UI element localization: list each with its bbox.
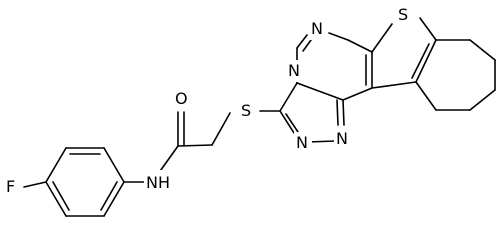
- bond: [371, 23, 393, 53]
- bond: [328, 32, 349, 41]
- bond: [279, 82, 298, 112]
- bond: [157, 145, 179, 175]
- bond: [469, 89, 496, 111]
- bond: [211, 112, 231, 146]
- bond: [342, 99, 345, 126]
- fluorine-atom-label: F: [6, 177, 15, 196]
- bond: [302, 39, 312, 52]
- carbonyl-oxygen-label: O: [175, 89, 188, 108]
- bond: [100, 181, 118, 211]
- bond: [285, 113, 299, 133]
- triazole-nitrogen-label: N: [296, 133, 308, 152]
- thioether-sulfur-label: S: [241, 101, 251, 120]
- bond: [296, 34, 308, 49]
- amide-nh-label: NH: [146, 173, 170, 192]
- bridgehead-nitrogen-label: N: [288, 61, 300, 80]
- structure-diagram: F NH O S S N N N N: [4, 4, 496, 217]
- bond: [45, 147, 67, 183]
- pyrimidine-nitrogen-label: N: [311, 19, 323, 38]
- bond: [371, 81, 417, 89]
- bond-layer: [23, 17, 496, 217]
- bond: [103, 181, 125, 217]
- bond: [296, 82, 344, 101]
- atom-label-layer: F NH O S S N N N N: [4, 4, 414, 196]
- bond: [336, 99, 339, 126]
- bond: [415, 39, 437, 83]
- bond: [23, 181, 47, 188]
- structure-canvas: F NH O S S N N N N: [4, 4, 496, 217]
- bond: [419, 17, 437, 41]
- bond: [415, 81, 437, 111]
- triazole-nitrogen-label: N: [336, 129, 348, 148]
- bond: [45, 181, 67, 217]
- bond: [177, 144, 213, 147]
- bond: [342, 87, 373, 101]
- bond: [279, 110, 295, 134]
- thiophene-sulfur-label: S: [398, 5, 408, 24]
- bond: [411, 43, 430, 79]
- bond: [103, 147, 125, 183]
- bond: [469, 39, 496, 61]
- bond: [52, 181, 70, 211]
- bond: [347, 39, 373, 53]
